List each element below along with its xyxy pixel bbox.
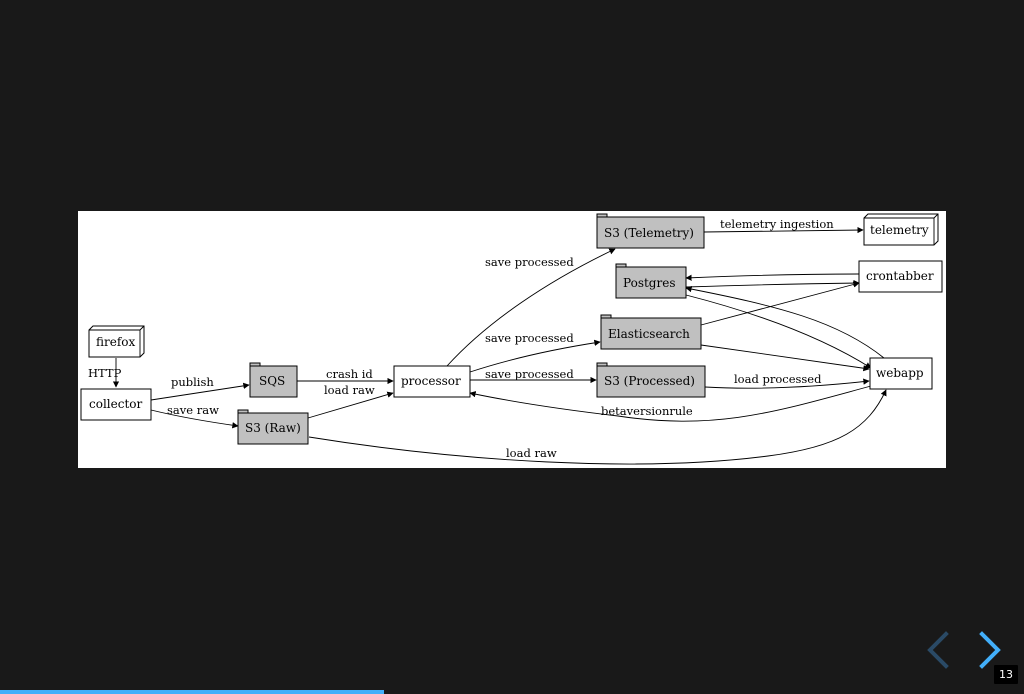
edge-label-save-processed-telemetry: save processed xyxy=(485,255,574,269)
node-sqs: SQS xyxy=(249,362,298,398)
nodes: firefox collector SQS S3 (Raw) xyxy=(80,213,943,445)
node-label-telemetry: telemetry xyxy=(870,223,929,237)
edge-label-save-processed-s3: save processed xyxy=(485,367,574,381)
edge-label-betaversionrule: betaversionrule xyxy=(601,404,693,418)
edge-webapp-postgres xyxy=(685,285,885,359)
node-webapp: webapp xyxy=(869,357,933,390)
edge-label-crash-id: crash id xyxy=(326,367,373,381)
node-collector: collector xyxy=(80,388,152,421)
node-label-firefox: firefox xyxy=(96,335,136,349)
progress-bar xyxy=(0,690,1024,694)
node-processor: processor xyxy=(393,365,471,398)
edge-load-processed xyxy=(704,378,870,389)
edge-label-telemetry-ingestion: telemetry ingestion xyxy=(720,217,834,231)
edge-betaversionrule xyxy=(469,385,872,422)
edge-label-save-raw: save raw xyxy=(167,403,219,417)
node-s3-processed: S3 (Processed) xyxy=(596,362,706,398)
edge-crontabber-postgres xyxy=(685,273,860,281)
node-telemetry: telemetry xyxy=(863,213,939,246)
edge-es-crontabber xyxy=(700,281,860,326)
architecture-diagram-svg: HTTP publish save raw crash id load raw … xyxy=(80,213,943,465)
slide-number: 13 xyxy=(994,665,1018,684)
node-crontabber: crontabber xyxy=(858,260,943,293)
edge-label-publish: publish xyxy=(171,375,214,389)
edge-postgres-crontabber xyxy=(685,279,860,288)
edge-save-processed-telemetry xyxy=(446,248,616,367)
edge-label-load-processed: load processed xyxy=(734,372,822,386)
node-label-s3-raw: S3 (Raw) xyxy=(245,421,301,435)
edge-load-raw-webapp xyxy=(308,389,887,465)
prev-slide-button[interactable] xyxy=(922,630,956,670)
edge-postgres-webapp xyxy=(685,294,872,369)
node-label-processor: processor xyxy=(401,374,461,388)
next-slide-button[interactable] xyxy=(974,630,1008,670)
edge-label-load-raw-processor: load raw xyxy=(324,383,375,397)
node-label-s3-telemetry: S3 (Telemetry) xyxy=(604,226,694,240)
node-firefox: firefox xyxy=(88,325,145,358)
architecture-diagram: HTTP publish save raw crash id load raw … xyxy=(78,211,946,468)
chevron-left-icon xyxy=(927,631,949,669)
node-postgres: Postgres xyxy=(615,263,687,299)
node-s3-telemetry: S3 (Telemetry) xyxy=(596,213,705,249)
edge-telemetry-ingestion xyxy=(703,226,864,234)
progress-bar-fill xyxy=(0,690,384,694)
edge-es-webapp xyxy=(700,344,870,372)
node-label-collector: collector xyxy=(89,397,142,411)
edge-save-raw xyxy=(150,409,239,429)
node-label-sqs: SQS xyxy=(259,374,285,388)
edge-save-processed-es xyxy=(469,339,601,373)
edge-label-load-raw-webapp: load raw xyxy=(506,446,557,460)
node-label-webapp: webapp xyxy=(876,366,924,380)
edge-label-http: HTTP xyxy=(88,366,122,380)
edge-publish xyxy=(150,382,250,401)
node-label-postgres: Postgres xyxy=(623,276,675,290)
node-label-crontabber: crontabber xyxy=(866,269,934,283)
node-label-s3-processed: S3 (Processed) xyxy=(604,374,695,388)
node-label-elasticsearch: Elasticsearch xyxy=(608,327,690,341)
edge-load-raw-processor xyxy=(307,391,394,419)
edge-label-save-processed-es: save processed xyxy=(485,331,574,345)
edges: HTTP publish save raw crash id load raw … xyxy=(88,217,887,465)
node-s3-raw: S3 (Raw) xyxy=(237,409,309,445)
chevron-right-icon xyxy=(979,631,1001,669)
node-elasticsearch: Elasticsearch xyxy=(600,314,702,350)
